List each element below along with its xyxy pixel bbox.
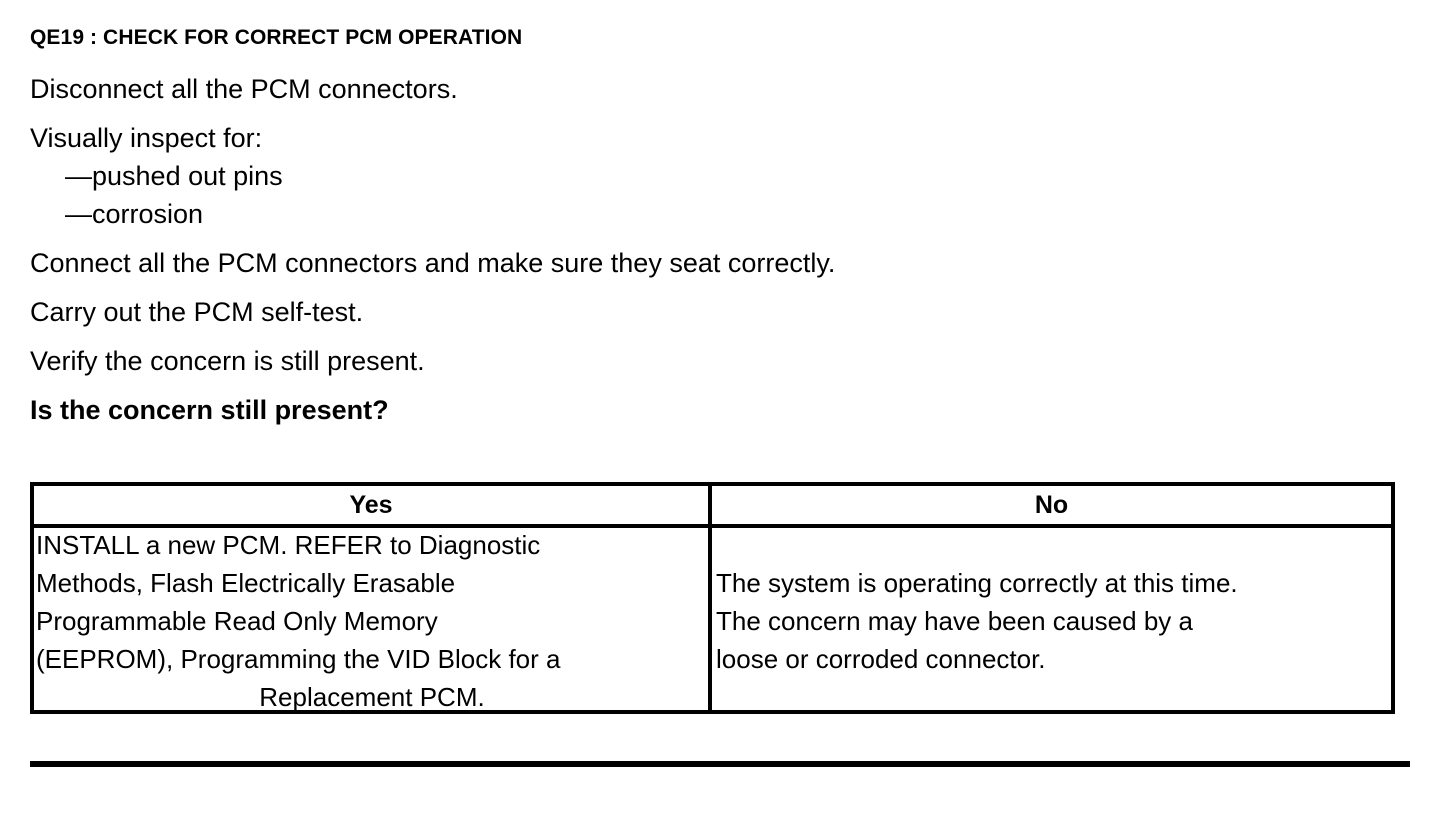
table-header-yes: Yes [34,486,712,524]
no-action-line-2: The concern may have been caused by a [716,606,1193,636]
yes-action-line-3: Programmable Read Only Memory [36,606,438,636]
yes-action-text: INSTALL a new PCM. REFER to Diagnostic M… [34,528,708,714]
table-header-no: No [1034,490,1069,519]
instruction-line-5: Verify the concern is still present. [30,346,425,376]
table-body-row: INSTALL a new PCM. REFER to Diagnostic M… [34,528,1391,714]
yes-action-line-1: INSTALL a new PCM. REFER to Diagnostic [36,530,541,560]
no-action-text: The system is operating correctly at thi… [712,564,1391,678]
no-action-line-1: The system is operating correctly at thi… [716,568,1238,598]
table-cell-yes-action: INSTALL a new PCM. REFER to Diagnostic M… [34,528,712,714]
no-action-line-3: loose or corroded connector. [716,644,1046,674]
yes-action-line-4: (EEPROM), Programming the VID Block for … [36,644,561,674]
instruction-line-1: Disconnect all the PCM connectors. [30,74,458,104]
instruction-line-3: Connect all the PCM connectors and make … [30,248,836,278]
page-title: QE19 : CHECK FOR CORRECT PCM OPERATION [30,26,523,49]
yes-action-line-2: Methods, Flash Electrically Erasable [36,568,456,598]
instruction-line-2: Visually inspect for: [30,123,263,153]
table-cell-no-action: The system is operating correctly at thi… [712,528,1391,714]
instruction-list: Disconnect all the PCM connectors. Visua… [30,70,1410,429]
table-header-row: Yes No [34,486,1391,528]
instruction-bullet-pushed-out-pins: —pushed out pins [65,161,283,191]
section-divider-rule [30,761,1410,767]
instruction-line-4: Carry out the PCM self-test. [30,297,364,327]
decision-table: Yes No INSTALL a new PCM. REFER to Diagn… [30,482,1395,714]
decision-question: Is the concern still present? [30,395,389,425]
yes-action-line-5: Replacement PCM. [259,682,485,712]
instruction-bullet-corrosion: —corrosion [65,199,204,229]
